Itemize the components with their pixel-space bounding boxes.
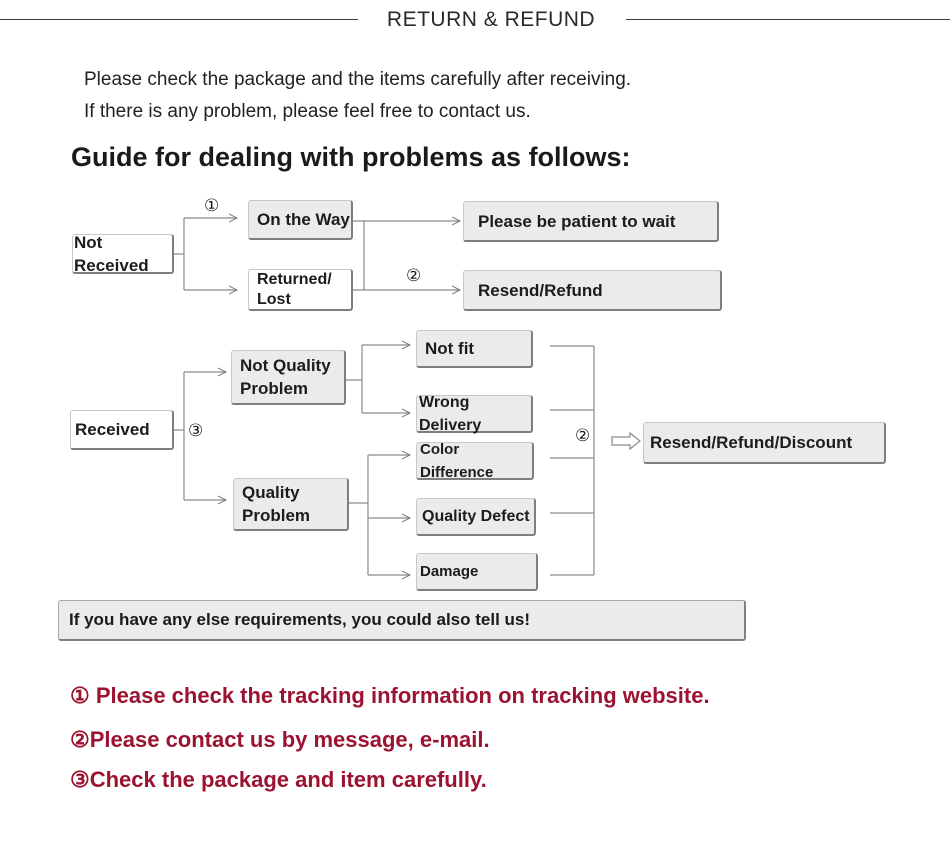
header-rule-right <box>626 19 950 20</box>
node-received-label: Received <box>75 420 150 439</box>
node-quality-problem: Quality Problem <box>233 478 349 531</box>
node-not-received: Not Received <box>72 232 174 275</box>
node-quality-defect-label: Quality Defect <box>422 508 530 525</box>
node-on-the-way-label: On the Way <box>257 210 350 229</box>
node-received: Received <box>70 410 174 450</box>
node-on-the-way: On the Way <box>248 200 353 240</box>
node-returned-lost-label: Returned/ Lost <box>257 270 332 308</box>
intro-line-1: Please check the package and the items c… <box>84 69 632 90</box>
step-1: ① Please check the tracking information … <box>70 683 710 708</box>
node-not-fit: Not fit <box>416 330 533 368</box>
node-not-fit-label: Not fit <box>425 339 475 358</box>
step-3: ③Check the package and item carefully. <box>70 767 487 792</box>
node-resend-refund: Resend/Refund <box>463 270 722 311</box>
intro-line-2: If there is any problem, please feel fre… <box>84 101 531 122</box>
node-not-quality-problem-label: Not Quality Problem <box>240 356 331 398</box>
node-not-quality-problem: Not Quality Problem <box>231 350 346 405</box>
node-wrong-delivery-label: Wrong Delivery <box>419 393 482 434</box>
step-2: ②Please contact us by message, e-mail. <box>70 727 490 752</box>
node-not-received-label: Not Received <box>74 232 149 275</box>
node-returned-lost: Returned/ Lost <box>248 269 353 311</box>
node-resend-refund-label: Resend/Refund <box>478 280 603 300</box>
node-be-patient: Please be patient to wait <box>463 201 719 242</box>
requirements-note-text: If you have any else requirements, you c… <box>69 610 531 629</box>
marker-one: ① <box>204 196 220 215</box>
node-damage: Damage <box>416 553 538 591</box>
guide-title: Guide for dealing with problems as follo… <box>71 142 631 172</box>
marker-two-top: ② <box>406 266 422 285</box>
node-quality-problem-label: Quality Problem <box>242 483 311 525</box>
marker-two-bottom: ② <box>575 426 591 445</box>
node-color-difference: Color Difference <box>416 441 534 481</box>
header-rule-left <box>0 19 358 20</box>
node-color-difference-label: Color Difference <box>420 440 494 481</box>
page-title: RETURN & REFUND <box>386 8 596 31</box>
marker-three: ③ <box>188 421 204 440</box>
node-resend-refund-discount-label: Resend/Refund/Discount <box>650 433 853 452</box>
node-damage-label: Damage <box>420 563 479 580</box>
node-be-patient-label: Please be patient to wait <box>478 211 676 231</box>
node-resend-refund-discount: Resend/Refund/Discount <box>643 422 886 464</box>
requirements-note: If you have any else requirements, you c… <box>58 600 746 641</box>
node-quality-defect: Quality Defect <box>416 498 536 536</box>
node-wrong-delivery: Wrong Delivery <box>416 394 533 434</box>
